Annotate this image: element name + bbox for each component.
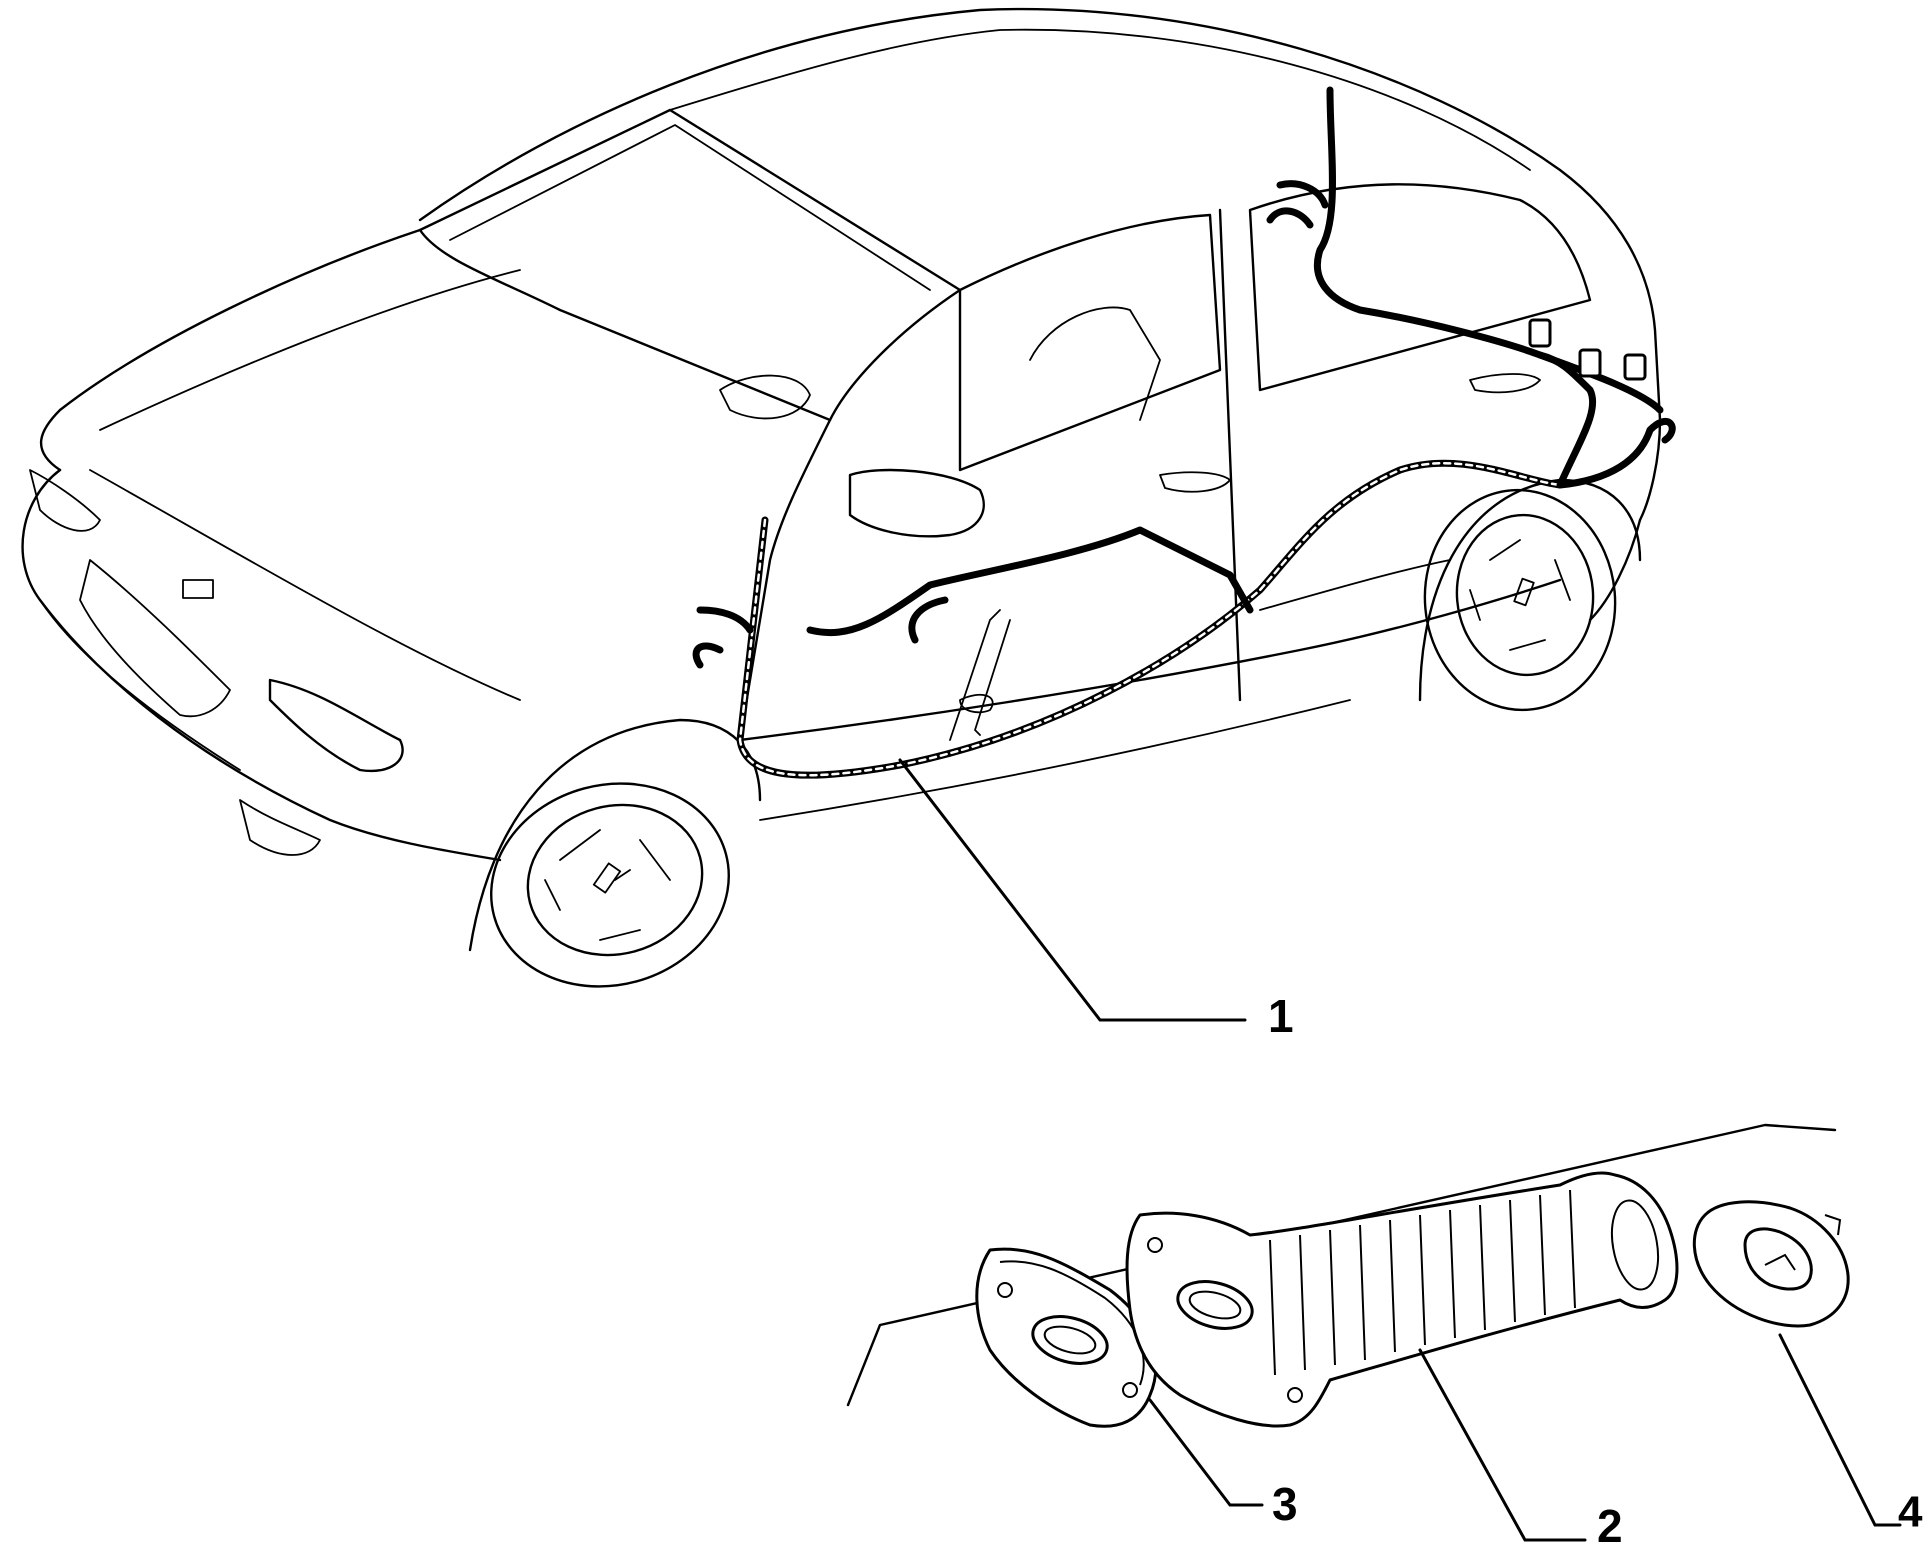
connector-rear-loop: [1266, 180, 1329, 229]
door-handle-front: [1159, 471, 1231, 493]
front-grille: [79, 559, 231, 718]
door-handle-rear: [1469, 373, 1541, 394]
rear-wheel: [1423, 488, 1617, 712]
side-window-front: [958, 213, 1222, 472]
car-roof-line: [669, 28, 1531, 171]
b-pillar: [1218, 208, 1242, 702]
front-face: [21, 468, 502, 862]
callout-4: 4: [1898, 1488, 1923, 1537]
fog-light: [239, 799, 321, 856]
front-badge: [182, 579, 214, 599]
leader-line-1: [898, 758, 1247, 1022]
side-skirt: [759, 699, 1351, 821]
front-bumper-line: [39, 599, 241, 771]
part-2-corrugated-boot: [1125, 1171, 1679, 1428]
a-pillar: [738, 418, 832, 742]
headlight-right: [29, 469, 101, 532]
callout-1: 1: [1268, 990, 1294, 1042]
harness-rear-lower: [1536, 351, 1597, 489]
windshield-inner: [449, 124, 931, 291]
interior-seat: [1029, 306, 1161, 421]
connector-center-wire: [949, 609, 1011, 741]
leader-line-3: [1148, 1398, 1264, 1507]
side-molding: [1259, 559, 1451, 611]
rear-wheel-arch: [1418, 478, 1642, 702]
leader-line-2: [1418, 1348, 1587, 1542]
callout-2: 2: [1597, 1500, 1623, 1552]
connector-plug-2: [1578, 348, 1602, 378]
windshield: [418, 108, 962, 422]
callout-3: 3: [1272, 1478, 1298, 1530]
connector-front-loop: [692, 606, 754, 669]
hood-crease: [99, 269, 521, 431]
lower-body: [738, 578, 1562, 742]
front-wheel: [490, 782, 730, 988]
side-mirror: [848, 468, 985, 538]
headlight-left: [268, 678, 404, 773]
part-3-grommet-plate: [975, 1247, 1158, 1428]
harness-rear-branch: [1313, 86, 1664, 414]
harness-door-branch: [806, 526, 1254, 637]
steering-wheel: [719, 374, 811, 420]
car-illustration: [21, 7, 1662, 988]
car-roof-outline: [418, 7, 1662, 522]
hood-crease-2: [89, 469, 521, 701]
part-4-oval-grommet: [1692, 1200, 1850, 1328]
wiring-harness: [692, 86, 1676, 779]
connector-center-loop: [908, 596, 949, 644]
leader-line-4: [1778, 1333, 1902, 1527]
connector-plug-3: [1623, 353, 1647, 381]
hood-outline: [40, 228, 422, 472]
connector-plug-1: [1528, 318, 1552, 348]
